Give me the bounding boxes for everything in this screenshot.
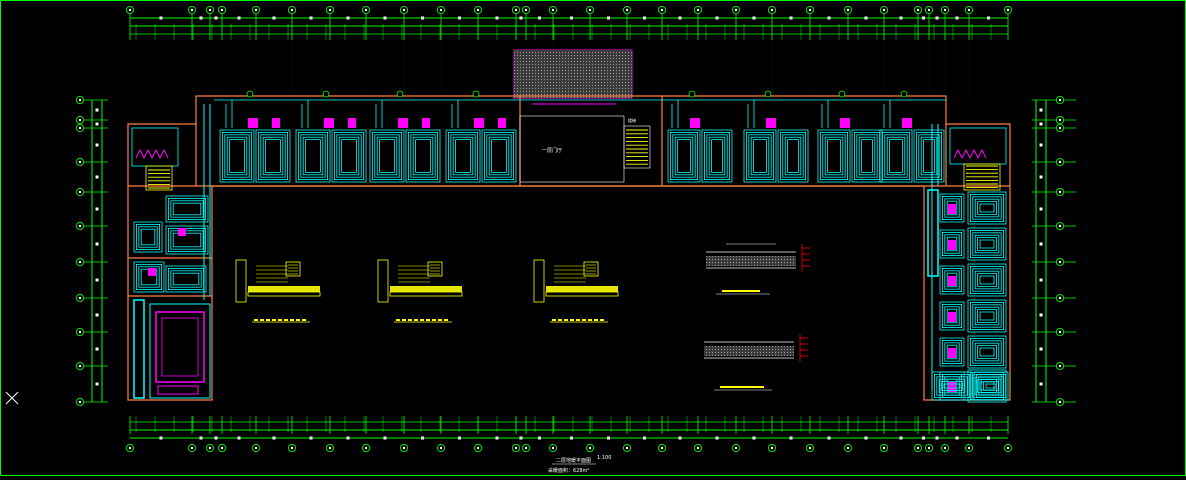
construction-details	[235, 243, 810, 391]
roof-terrace	[513, 49, 633, 99]
heating-area-note: 采暖面积：628m²	[548, 467, 589, 474]
heating-loops	[133, 90, 1009, 403]
drawing-scale: 1:100	[597, 455, 611, 461]
crosshair-icon	[5, 391, 19, 405]
right-wing-rooms	[927, 127, 1007, 277]
building-walls	[127, 95, 1011, 401]
main-stair	[623, 125, 651, 169]
central-hall: 一层门厅	[519, 103, 625, 183]
stair-label: 楼梯	[628, 117, 636, 123]
dimension-layer	[75, 5, 1076, 453]
left-wing-rooms	[131, 127, 211, 399]
grid-lines	[129, 30, 1009, 96]
drawing-title: 二层地暖平面图	[556, 457, 591, 464]
hall-label: 一层门厅	[542, 147, 562, 154]
drawing-title-block: 二层地暖平面图 1:100 采暖面积：628m²	[548, 455, 611, 474]
